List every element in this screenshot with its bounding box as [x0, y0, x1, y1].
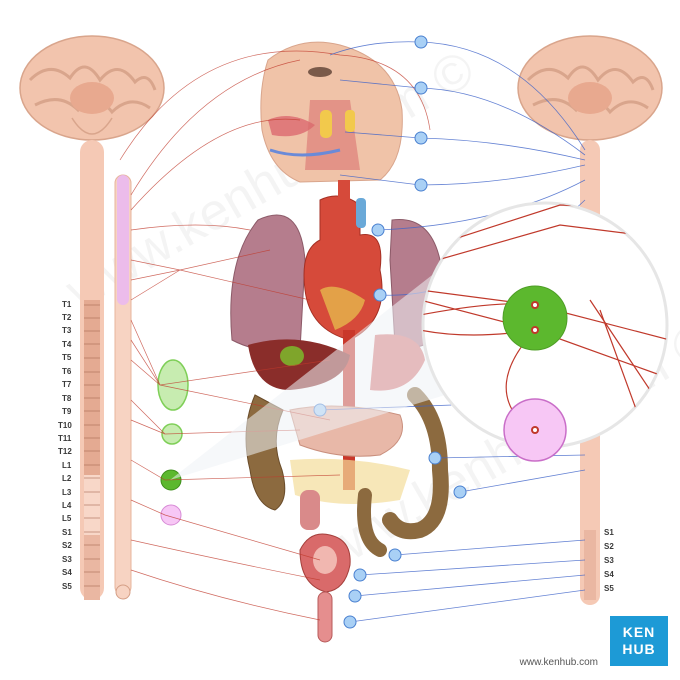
face-icon — [260, 41, 403, 183]
segment-label: T2 — [62, 313, 72, 322]
segment-label: S2 — [604, 542, 614, 551]
segment-label: S1 — [604, 528, 614, 537]
segment-ticks — [84, 304, 100, 587]
segment-label: T3 — [62, 326, 72, 335]
pelvic-ganglion — [160, 504, 182, 526]
logo-line-1: KEN — [622, 624, 656, 640]
segment-label: T8 — [62, 394, 72, 403]
segment-label: S5 — [604, 584, 614, 593]
segment-label: S4 — [604, 570, 614, 579]
segment-label: T6 — [62, 367, 72, 376]
segment-label: T1 — [62, 300, 72, 309]
left-brain-icon — [19, 35, 165, 141]
segment-label: L2 — [62, 474, 72, 483]
segment-label: S1 — [62, 528, 72, 537]
segment-label: T9 — [62, 407, 72, 416]
segment-label: S2 — [62, 541, 72, 550]
logo-line-2: HUB — [622, 641, 656, 657]
site-url[interactable]: www.kenhub.com — [519, 657, 598, 668]
segment-label: T10 — [58, 421, 72, 430]
bladder-icon — [299, 533, 351, 643]
segment-label: S5 — [62, 582, 72, 591]
kenhub-logo[interactable]: KEN HUB — [610, 616, 668, 666]
segment-label: L5 — [62, 514, 72, 523]
segment-label: T4 — [62, 340, 72, 349]
segment-label: S4 — [62, 568, 72, 577]
segment-label: L3 — [62, 488, 72, 497]
segment-label: T11 — [58, 434, 72, 443]
segment-label: S3 — [604, 556, 614, 565]
magnifier-lens-icon — [170, 201, 669, 480]
segment-label: L4 — [62, 501, 72, 510]
segment-label: S3 — [62, 555, 72, 564]
segment-label: T12 — [58, 447, 72, 456]
segment-label: L1 — [62, 461, 72, 470]
segment-label: T7 — [62, 380, 72, 389]
celiac-ganglion — [157, 359, 189, 411]
segment-label: T5 — [62, 353, 72, 362]
